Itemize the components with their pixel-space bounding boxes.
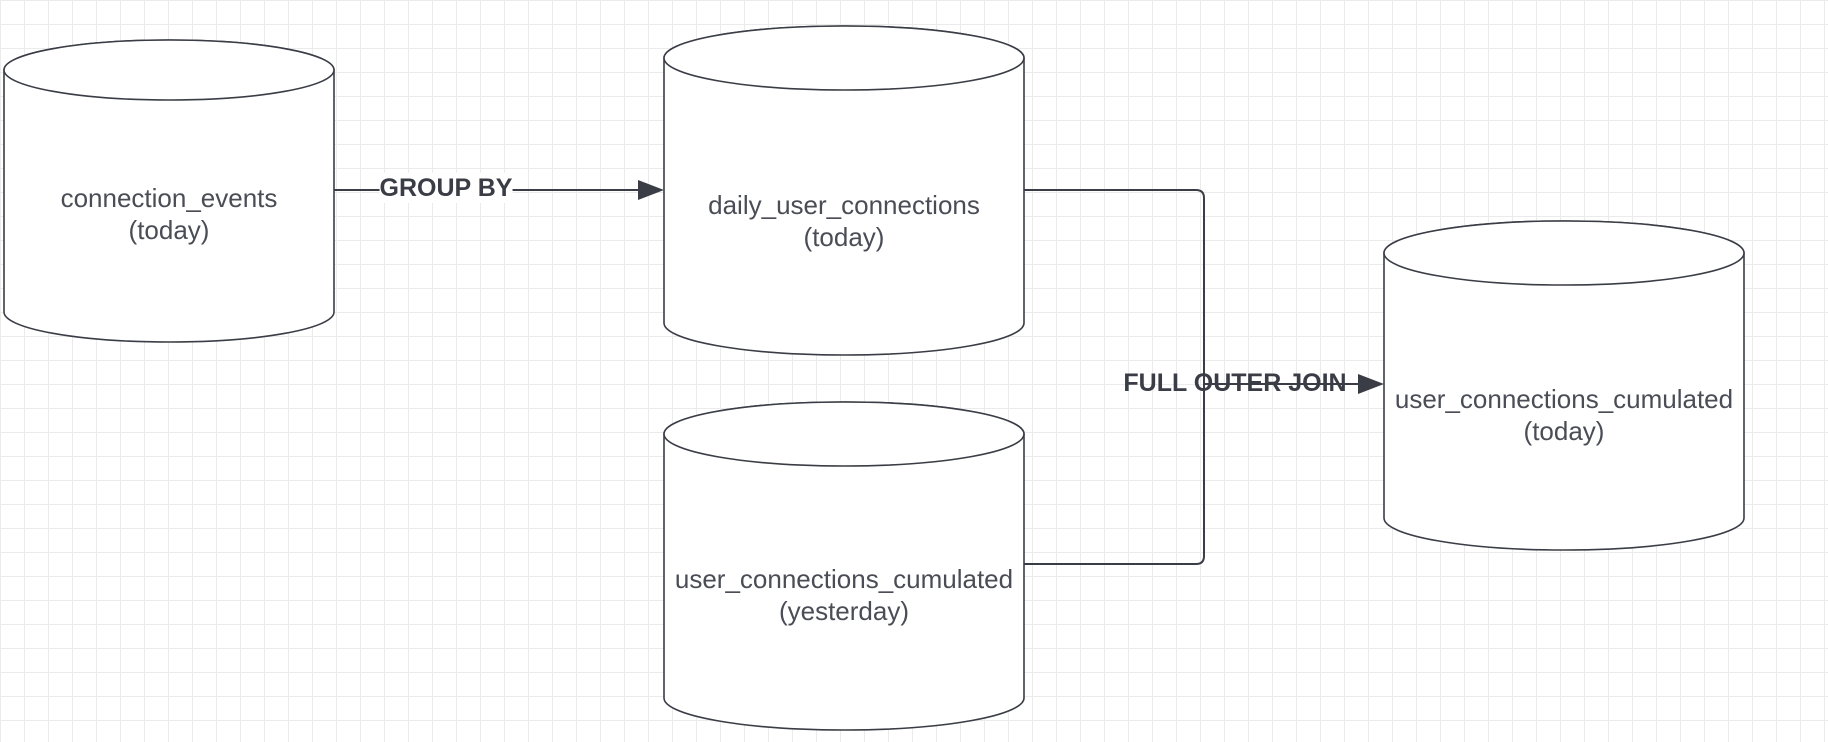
cylinder-cumulated-yesterday[interactable] (663, 401, 1025, 731)
node-qualifier: (today) (803, 222, 885, 252)
node-name: connection_events (60, 183, 278, 213)
node-cumulated-today-label: user_connections_cumulated (today) (1395, 383, 1733, 447)
edge-label-full-outer-join[interactable]: FULL OUTER JOIN (1123, 369, 1347, 397)
node-name: user_connections_cumulated (674, 564, 1014, 594)
node-name: daily_user_connections (708, 190, 980, 220)
node-qualifier: (today) (128, 215, 210, 245)
cylinder-cumulated-today[interactable] (1383, 220, 1745, 551)
node-connection-events-label: connection_events (today) (61, 182, 278, 246)
cylinder-connection-events[interactable] (3, 39, 335, 343)
node-cumulated-yesterday-label: user_connections_cumulated (yesterday) (675, 563, 1013, 627)
cylinder-daily-user-connections[interactable] (663, 25, 1025, 356)
node-daily-user-connections-label: daily_user_connections (today) (708, 189, 980, 253)
arrowhead-icon (1358, 374, 1384, 394)
node-qualifier: (yesterday) (778, 596, 910, 626)
edge-full-outer-join[interactable] (1024, 189, 1384, 565)
node-qualifier: (today) (1523, 416, 1605, 446)
edge-label-group-by[interactable]: GROUP BY (379, 173, 513, 203)
node-name: user_connections_cumulated (1394, 384, 1734, 414)
arrowhead-icon (638, 180, 664, 200)
